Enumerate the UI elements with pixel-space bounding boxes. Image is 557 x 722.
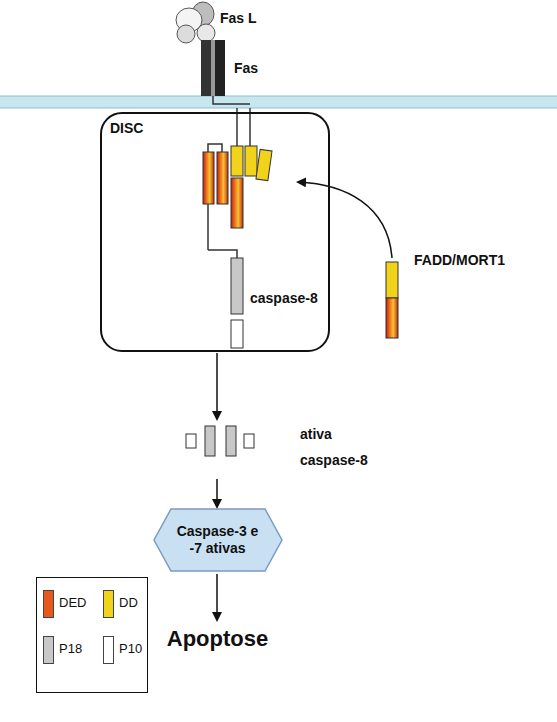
legend-box: DED DD P18 P10: [36, 577, 148, 693]
legend-text: P18: [59, 641, 82, 657]
enzyme-name: Caspase-3 e -7 ativas: [177, 523, 259, 557]
hexagon-outline: [154, 509, 282, 571]
legend-swatch: [103, 590, 114, 618]
fas-receptor: [201, 40, 250, 146]
protein-label: Fas: [234, 60, 258, 77]
complex-name: DISC: [110, 120, 143, 137]
protein-name: caspase-8: [300, 452, 368, 469]
active-caspase8: [186, 426, 254, 456]
legend-text: DD: [119, 595, 138, 611]
disc-proteins: [203, 144, 272, 348]
fadd-protein: [298, 182, 398, 338]
legend-swatch: [103, 636, 114, 664]
protein-label: FADD/MORT1: [414, 252, 505, 269]
arrow-connector: [216, 353, 218, 419]
arrow-connector: [216, 479, 218, 507]
legend-swatch: [43, 636, 54, 664]
cell-membrane: [0, 96, 557, 108]
outcome-label: Apoptose: [160, 626, 275, 652]
fas-ligand: [176, 2, 215, 43]
protein-group: ativa caspase-8: [180, 420, 380, 478]
complex-box: DISC: [100, 112, 330, 352]
protein-name: ativa: [300, 426, 332, 443]
hexagon-box: Caspase-3 e -7 ativas: [153, 508, 283, 572]
apoptosis-arrow: [216, 574, 218, 620]
protein-label: caspase-8: [250, 290, 318, 307]
legend-text: DED: [59, 595, 86, 611]
legend-text: P10: [119, 641, 142, 657]
legend-swatch: [43, 590, 54, 618]
protein-label: Fas L: [220, 10, 257, 27]
